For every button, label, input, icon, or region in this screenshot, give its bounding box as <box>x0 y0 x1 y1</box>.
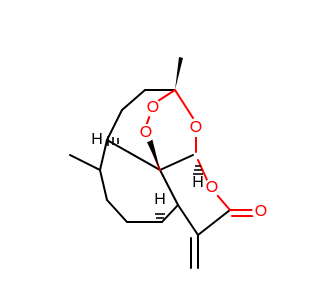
bond-c-ring-1 <box>106 109 123 141</box>
hydrogen-atom-left: H <box>89 131 105 148</box>
bond-o-lactone <box>216 194 231 211</box>
hydrogen-atom-acetal: H <box>190 174 206 191</box>
hydrogen-label: H <box>91 131 103 148</box>
oxygen-label: O <box>140 124 152 141</box>
bond-c-ring-4 <box>99 139 108 171</box>
bond-c-ring-10 <box>106 139 161 171</box>
bond-c-ring-2 <box>121 89 146 111</box>
oxygen-atom-peroxide-lower: O <box>137 124 155 142</box>
hydrogen-label: H <box>154 191 166 208</box>
bond-methyl-left <box>69 154 101 171</box>
bond-c-ring-11 <box>177 204 199 236</box>
hydrogen-label: H <box>192 174 204 191</box>
oxygen-label: O <box>190 119 202 136</box>
bond-o-acetal-2 <box>197 159 208 181</box>
bond-c-acetal <box>159 154 194 171</box>
oxygen-atom-carbonyl: O <box>252 203 270 221</box>
bond-o-top <box>174 89 194 119</box>
bond-c-ring-6 <box>106 199 128 223</box>
oxygen-label: O <box>206 179 218 196</box>
bond-c-ring-12 <box>197 209 231 236</box>
oxygen-label: O <box>147 99 159 116</box>
molecule-structure: O O O O O H H H <box>69 57 270 269</box>
bond-peroxide-1 <box>157 89 176 102</box>
wedge-peroxide <box>146 138 160 170</box>
bond-c-ring-9 <box>159 169 179 206</box>
hydrogen-atom-bottom: H <box>152 191 168 208</box>
oxygen-atom-top: O <box>144 99 162 117</box>
wedge-methyl-top <box>175 57 183 90</box>
oxygen-label: O <box>255 203 267 220</box>
bond-c-ring-5 <box>99 169 108 201</box>
oxygen-atom-bridge: O <box>187 119 205 137</box>
oxygen-atom-lactone: O <box>203 179 221 197</box>
bond-c-ring-8 <box>161 204 179 223</box>
